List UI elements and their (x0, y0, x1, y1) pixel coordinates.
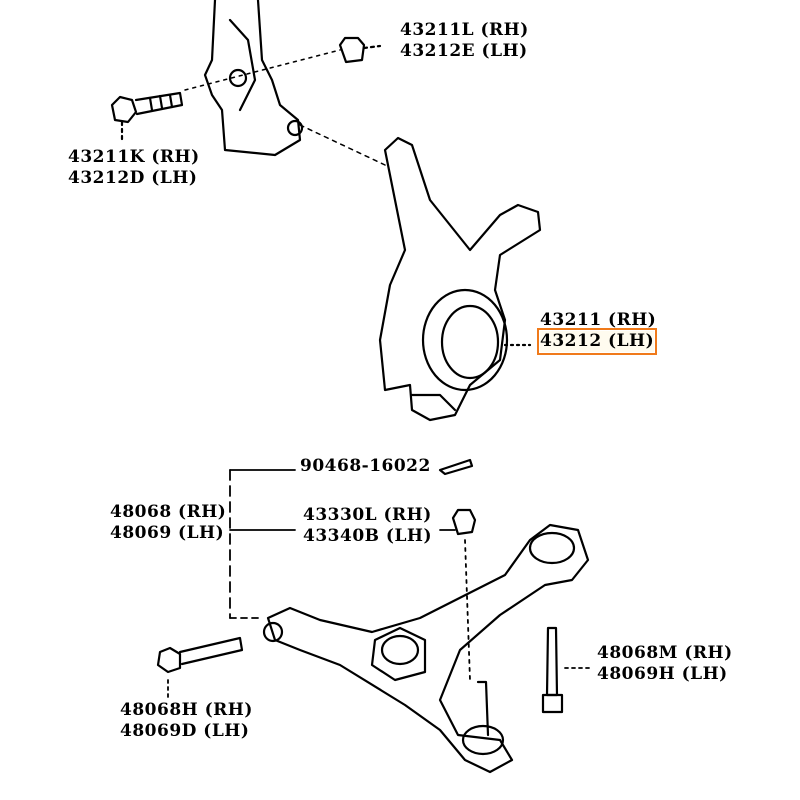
lower-arm-drawing (262, 523, 590, 774)
part-number-rh[interactable]: 43211L (RH) (400, 20, 529, 40)
cotter-pin-drawing (438, 458, 474, 476)
lower-leaders (167, 469, 593, 701)
rear-bolt-drawing (541, 626, 564, 714)
front-bolt-drawing (156, 636, 244, 674)
label-rear-bolt[interactable]: 48068M (RH) 48069H (LH) (597, 643, 733, 685)
part-number-lh[interactable]: 48069H (LH) (597, 664, 728, 684)
part-number[interactable]: 90468-16022 (300, 456, 431, 476)
part-number-rh[interactable]: 48068M (RH) (597, 643, 733, 663)
strut-bracket-drawing (203, 0, 304, 157)
part-number-lh[interactable]: 48069D (LH) (120, 721, 250, 741)
part-number-lh[interactable]: 48069 (LH) (110, 523, 225, 543)
part-number-lh-highlighted[interactable]: 43212 (LH) (536, 328, 658, 355)
label-lower-arm[interactable]: 48068 (RH) 48069 (LH) (110, 502, 226, 544)
steering-knuckle-drawing (378, 136, 542, 422)
label-steering-knuckle-nut[interactable]: 43211L (RH) 43212E (LH) (400, 20, 529, 62)
leader-line (184, 49, 341, 91)
ball-joint-nut-drawing (451, 508, 477, 536)
part-number-lh[interactable]: 43340B (LH) (303, 526, 433, 546)
label-steering-knuckle[interactable]: 43211 (RH) 43212 (LH) (536, 310, 658, 355)
part-number-rh[interactable]: 43330L (RH) (303, 505, 432, 525)
part-number-rh[interactable]: 48068H (RH) (120, 700, 253, 720)
part-number-rh[interactable]: 43211K (RH) (68, 147, 200, 167)
part-number-rh[interactable]: 43211 (RH) (540, 310, 657, 330)
label-ball-joint-nut[interactable]: 43330L (RH) 43340B (LH) (303, 505, 432, 547)
part-number-lh[interactable]: 43212E (LH) (400, 41, 528, 61)
part-number-rh[interactable]: 48068 (RH) (110, 502, 227, 522)
knuckle-nut-drawing (338, 36, 382, 64)
part-number-lh[interactable]: 43212D (LH) (68, 168, 198, 188)
label-steering-knuckle-bolt[interactable]: 43211K (RH) 43212D (LH) (68, 147, 200, 189)
label-cotter-pin[interactable]: 90468-16022 (300, 456, 431, 477)
label-front-bolt[interactable]: 48068H (RH) 48069D (LH) (120, 700, 253, 742)
knuckle-bolt-drawing (110, 91, 184, 142)
